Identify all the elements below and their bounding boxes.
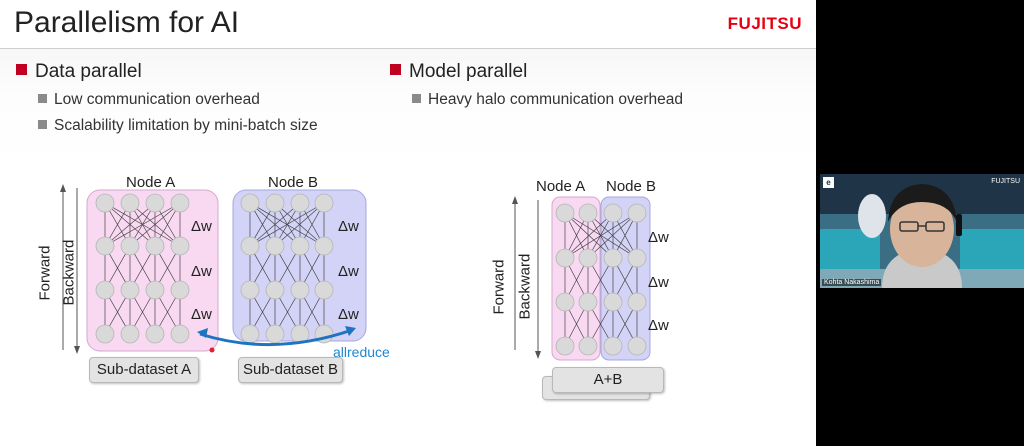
model-parallel-heading: Model parallel	[390, 61, 527, 83]
network-node	[627, 336, 647, 356]
network-node	[578, 336, 598, 356]
network-node	[145, 236, 165, 256]
network-node	[555, 248, 575, 268]
dp-b-delta-1: Δw	[338, 218, 359, 235]
participant-name: Kohta Nakashima	[822, 279, 882, 286]
dp-node-b-label: Node B	[268, 174, 319, 191]
network-node	[170, 236, 190, 256]
network-node	[314, 280, 334, 300]
network-node	[555, 292, 575, 312]
network-edge	[564, 212, 614, 259]
network-edge	[564, 212, 638, 259]
network-node	[95, 236, 115, 256]
network-node	[627, 248, 647, 268]
network-node	[578, 203, 598, 223]
allreduce-label: allreduce	[333, 344, 390, 360]
header-divider	[0, 48, 816, 49]
network-node	[120, 280, 140, 300]
network-node	[603, 292, 623, 312]
network-node	[170, 193, 190, 213]
network-node	[578, 248, 598, 268]
mp-backward-label: Backward	[516, 253, 534, 320]
model-parallel-point-1: Heavy halo communication overhead	[412, 91, 683, 109]
mp-node-b-label: Node B	[606, 178, 657, 195]
network-node	[603, 203, 623, 223]
network-node	[555, 203, 575, 223]
node-a-network	[95, 193, 190, 344]
network-node	[120, 193, 140, 213]
participant-icon: e	[823, 177, 834, 188]
dp-a-delta-3: Δw	[191, 306, 212, 323]
model-parallel-diagram	[512, 196, 651, 361]
network-edge	[587, 212, 638, 259]
gray-bullet-icon	[38, 94, 47, 103]
dp-a-delta-1: Δw	[191, 218, 212, 235]
mp-node-a-label: Node A	[536, 178, 586, 195]
sub-dataset-a-box: Sub-dataset A	[89, 357, 199, 383]
mp-delta-1: Δw	[648, 229, 669, 246]
dp-node-a-label: Node A	[126, 174, 176, 191]
network-node	[265, 280, 285, 300]
presentation-slide: Parallelism for AI FUJITSU Data parallel…	[0, 0, 816, 446]
network-node	[603, 248, 623, 268]
network-node	[240, 236, 260, 256]
gray-bullet-icon	[412, 94, 421, 103]
mp-delta-2: Δw	[648, 274, 669, 291]
network-node	[290, 280, 310, 300]
network-node	[95, 193, 115, 213]
network-edge	[274, 202, 325, 247]
data-parallel-point-2: Scalability limitation by mini-batch siz…	[38, 117, 318, 135]
network-node	[290, 236, 310, 256]
webcam-video-tile[interactable]: e FUJITSU Kohta Nakashima	[820, 174, 1024, 288]
network-node	[578, 292, 598, 312]
slide-title: Parallelism for AI	[14, 6, 240, 39]
model-network	[555, 203, 647, 356]
network-node	[95, 324, 115, 344]
network-node	[170, 324, 190, 344]
network-node	[603, 336, 623, 356]
network-node	[120, 236, 140, 256]
data-parallel-point-1: Low communication overhead	[38, 91, 260, 109]
mp-delta-3: Δw	[648, 317, 669, 334]
network-node	[120, 324, 140, 344]
network-node	[314, 193, 334, 213]
data-parallel-diagram	[60, 184, 367, 354]
network-edge	[104, 202, 156, 247]
data-parallel-heading: Data parallel	[16, 61, 142, 83]
network-node	[170, 280, 190, 300]
network-node	[290, 193, 310, 213]
network-node	[145, 193, 165, 213]
network-node	[627, 292, 647, 312]
node-b-network	[240, 193, 334, 344]
dp-a-delta-2: Δw	[191, 263, 212, 280]
network-node	[555, 336, 575, 356]
sub-dataset-b-box: Sub-dataset B	[238, 357, 343, 383]
dp-b-delta-2: Δw	[338, 263, 359, 280]
network-edge	[129, 202, 181, 247]
dp-b-delta-3: Δw	[338, 306, 359, 323]
mp-forward-label: Forward	[490, 259, 508, 315]
network-node	[240, 193, 260, 213]
fujitsu-logo: FUJITSU	[727, 14, 802, 33]
sub-dataset-ab-box: A+B	[552, 367, 664, 393]
network-node	[145, 324, 165, 344]
webcam-scene	[820, 174, 1024, 288]
webcam-brand-label: FUJITSU	[991, 178, 1020, 185]
network-node	[95, 280, 115, 300]
network-node	[265, 193, 285, 213]
network-node	[314, 236, 334, 256]
network-node	[627, 203, 647, 223]
network-edge	[249, 202, 301, 247]
red-bullet-icon	[16, 64, 27, 75]
gray-bullet-icon	[38, 120, 47, 129]
network-node	[265, 236, 285, 256]
network-node	[145, 280, 165, 300]
red-bullet-icon	[390, 64, 401, 75]
network-node	[240, 280, 260, 300]
network-edge	[249, 202, 325, 247]
network-edge	[104, 202, 181, 247]
